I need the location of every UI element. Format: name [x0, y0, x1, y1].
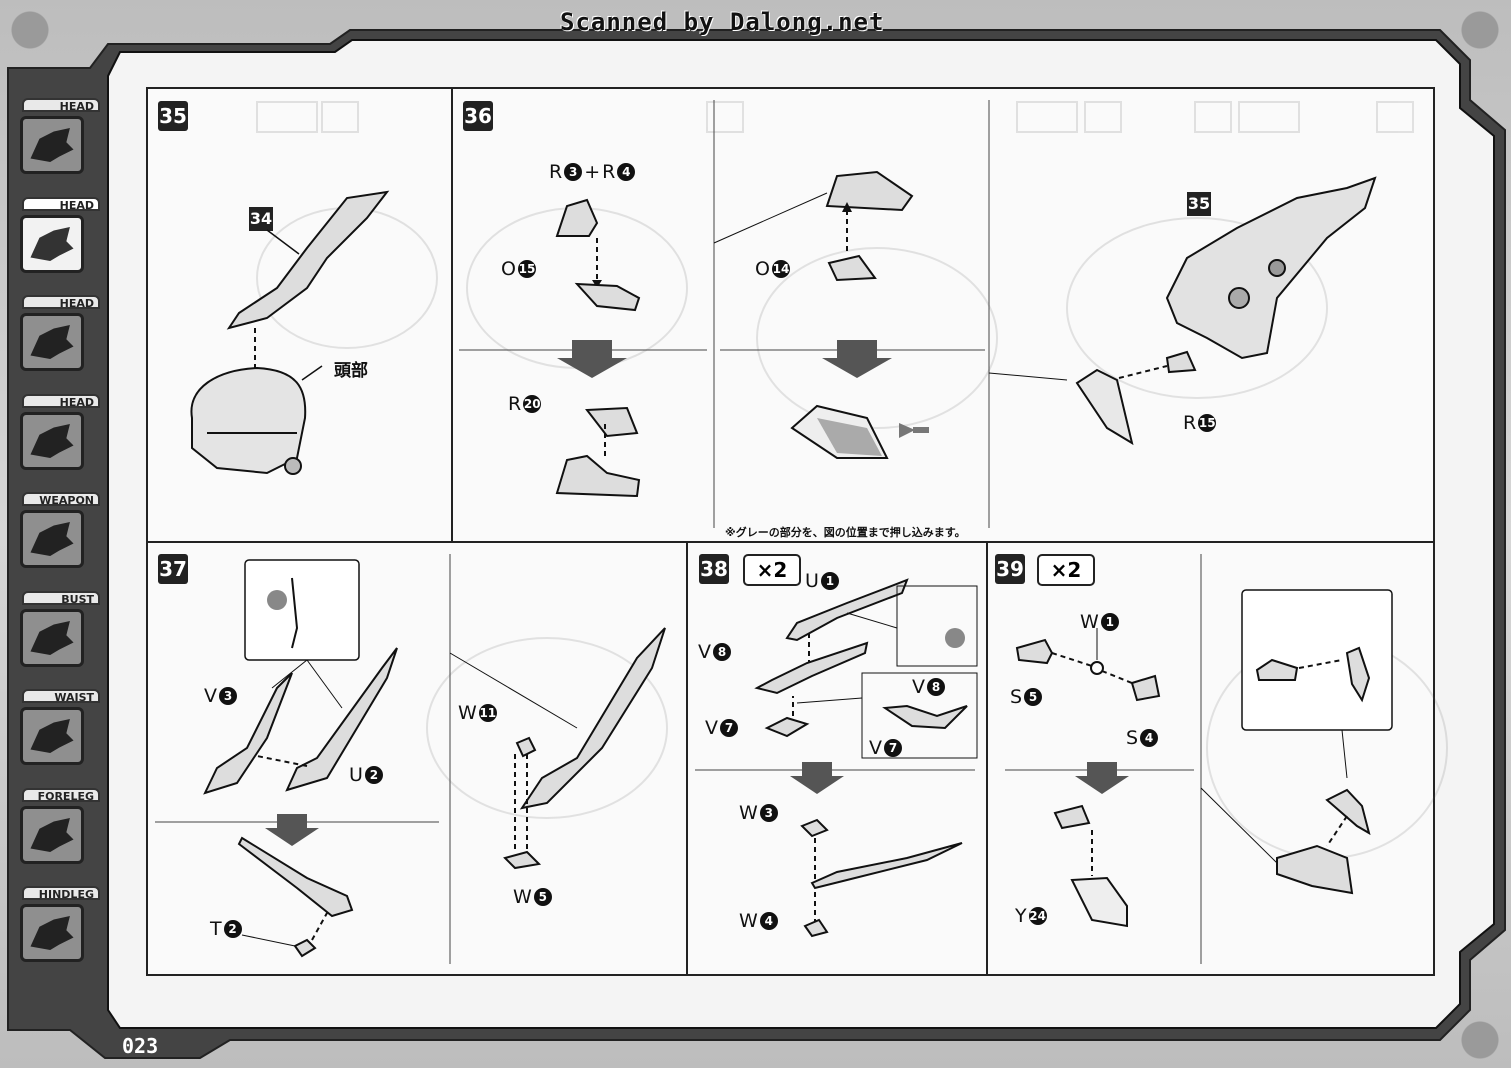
page-number: 023: [122, 1034, 159, 1058]
sidebar-tab-label: HEAD: [22, 98, 100, 113]
bust-icon: [20, 608, 84, 667]
step-38-badge: 38: [699, 554, 729, 584]
waist-icon: [20, 707, 84, 765]
hindleg-icon: [20, 904, 84, 962]
head-part-label: 頭部: [334, 361, 368, 381]
sidebar-tab-label: HEAD: [22, 393, 100, 409]
step-37-badge: 37: [158, 554, 188, 584]
step-39-illustration: [1015, 589, 1393, 928]
head-icon: [20, 214, 84, 273]
step-38-multiplier: ×2: [743, 554, 801, 586]
head-icon: [20, 411, 84, 470]
step-36-ref-badge: 35: [1187, 192, 1211, 216]
sidebar-tab-foreleg-8[interactable]: FORELEG: [12, 787, 100, 876]
step-39-multiplier: ×2: [1037, 554, 1095, 586]
sidebar-tab-head-2[interactable]: HEAD: [12, 196, 100, 285]
step-36-illustration: [555, 170, 1377, 498]
weapon-icon: [20, 510, 84, 568]
sidebar-tab-head-4[interactable]: HEAD: [12, 393, 100, 482]
sidebar-tab-head-1[interactable]: HEAD: [12, 98, 100, 186]
sidebar-tab-label: WAIST: [22, 689, 100, 704]
sidebar-tab-label: HEAD: [22, 196, 100, 212]
sidebar-tab-hindleg-9[interactable]: HINDLEG: [12, 886, 100, 974]
step-35-ref-badge: 34: [249, 207, 273, 231]
step-36-badge: 36: [463, 101, 493, 131]
step-35-badge: 35: [158, 101, 188, 131]
step-36-note: ※グレーの部分を、図の位置まで押し込みます。: [725, 526, 966, 539]
panel-grid: [146, 87, 1448, 976]
section-sidebar: HEAD HEAD HEAD HEAD WEAPON BUST WAIST FORELEG HI…: [8, 86, 106, 986]
head-icon: [20, 116, 84, 174]
sidebar-tab-head-3[interactable]: HEAD: [12, 295, 100, 383]
scan-watermark: Scanned by Dalong.net: [560, 8, 885, 36]
sidebar-tab-label: HINDLEG: [22, 886, 100, 901]
sidebar-tab-label: HEAD: [22, 295, 100, 310]
foreleg-icon: [20, 805, 84, 864]
sidebar-tab-label: WEAPON: [22, 492, 100, 507]
step-39-badge: 39: [995, 554, 1025, 584]
step-38-illustration: [754, 578, 978, 938]
sidebar-tab-weapon-5[interactable]: WEAPON: [12, 492, 100, 580]
sidebar-tab-bust-6[interactable]: BUST: [12, 590, 100, 679]
head-icon: [20, 313, 84, 371]
step-37-illustration: [203, 559, 666, 958]
sidebar-tab-waist-7[interactable]: WAIST: [12, 689, 100, 777]
sidebar-tab-label: BUST: [22, 590, 100, 606]
step-35-illustration: [190, 190, 390, 475]
sidebar-tab-label: FORELEG: [22, 787, 100, 803]
